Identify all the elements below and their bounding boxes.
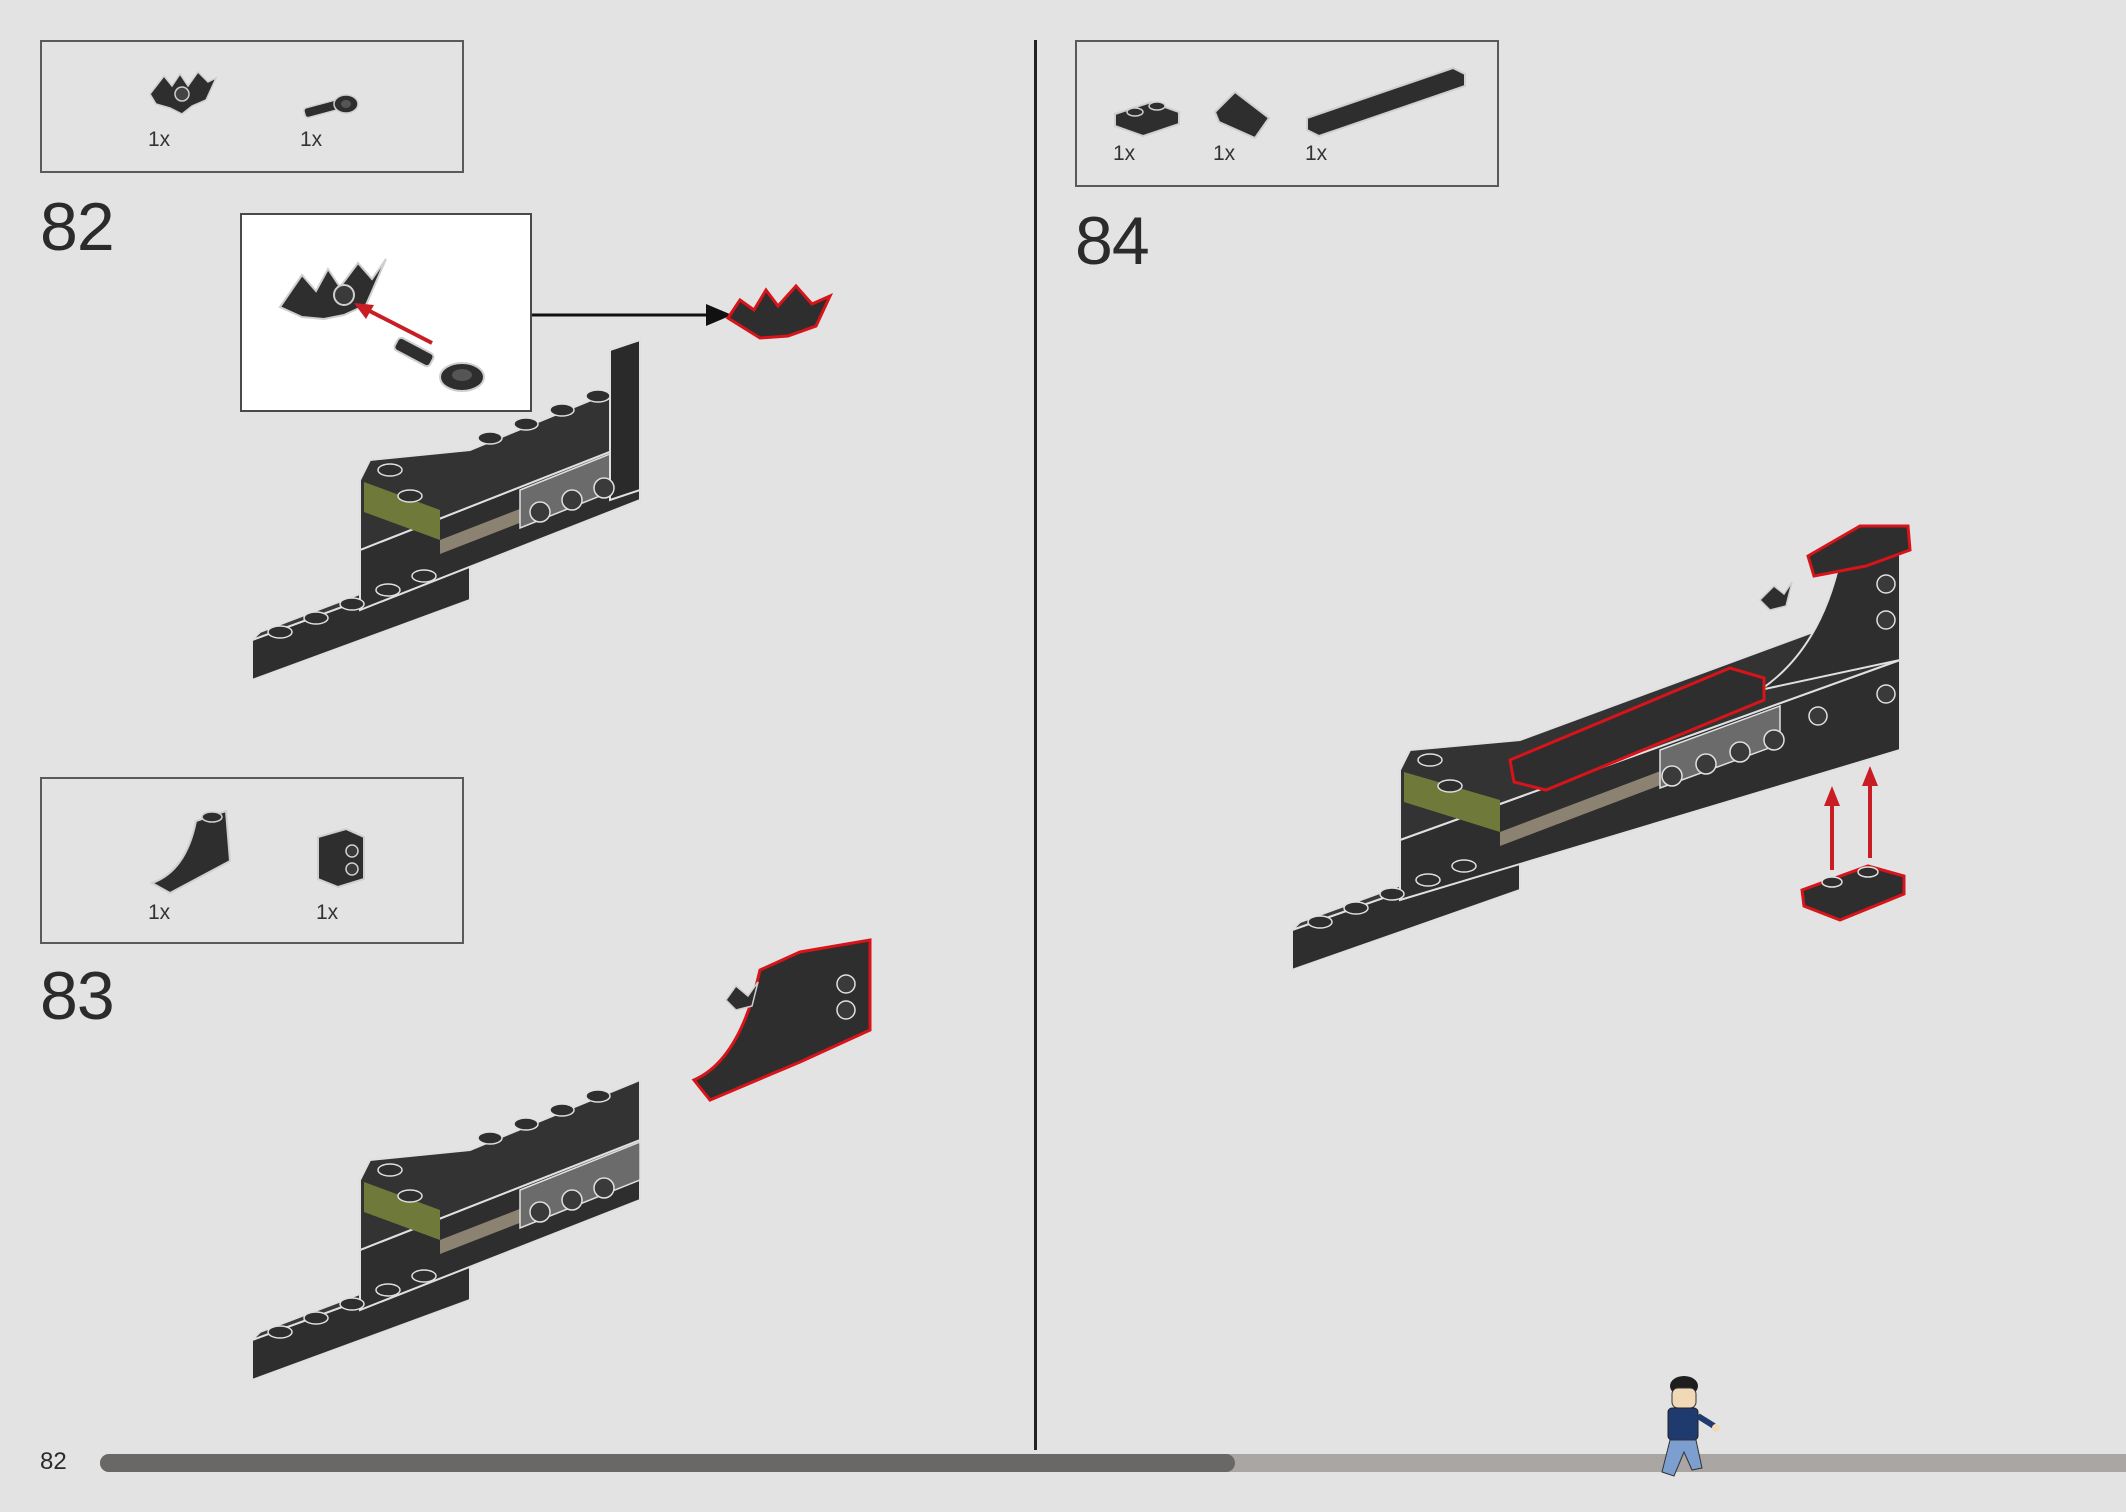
callout-arrow <box>532 304 732 326</box>
page-number: 82 <box>40 1448 67 1475</box>
minifigure-progress-marker-icon <box>1661 1376 1720 1477</box>
progress-bar <box>100 1454 2126 1472</box>
brick-with-studs-side-icon <box>317 827 365 889</box>
step-number: 82 <box>40 189 115 265</box>
model-step-84 <box>1291 524 1912 972</box>
plate-1x2-icon <box>1114 100 1180 138</box>
parts-list-step-82: 1x 1x <box>40 40 464 173</box>
step-number: 83 <box>40 958 115 1034</box>
parts-list-step-84: 1x 1x 1x <box>1075 40 1499 187</box>
bat-pin-subassembly-icon <box>278 258 485 392</box>
curved-slope-icon <box>149 809 232 895</box>
part-qty: 1x <box>300 128 323 151</box>
part-qty: 1x <box>316 901 339 924</box>
part-qty: 1x <box>148 128 171 151</box>
long-tile-icon <box>1306 66 1466 138</box>
parts-list-step-83: 1x 1x <box>40 777 464 944</box>
part-qty: 1x <box>1113 142 1136 165</box>
part-qty: 1x <box>1305 142 1328 165</box>
progress-bar-fill <box>100 1454 1235 1472</box>
column-divider <box>1034 40 1037 1450</box>
part-qty: 1x <box>1213 142 1236 165</box>
model-step-82 <box>251 283 834 682</box>
part-qty: 1x <box>148 901 171 924</box>
sub-assembly-callout <box>240 213 532 412</box>
step-number: 84 <box>1075 203 1150 279</box>
pin-connector-icon <box>303 94 359 119</box>
model-step-83 <box>251 938 872 1382</box>
bat-piece-icon <box>149 70 218 115</box>
slope-tile-icon <box>1213 90 1271 140</box>
